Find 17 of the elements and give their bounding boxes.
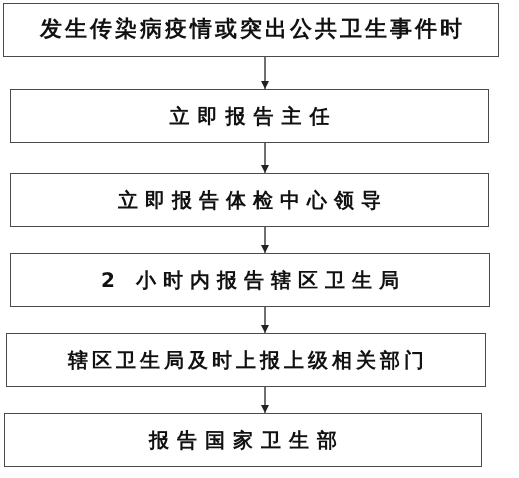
- process-box: [3, 3, 499, 57]
- step-text: 发生传染病疫情或突出公共卫生事件时: [38, 16, 465, 44]
- process-box: [6, 333, 486, 387]
- process-box: [10, 253, 490, 307]
- step-text: 辖区卫生局及时上报上级相关部门: [66, 348, 428, 372]
- arrow: [261, 57, 269, 89]
- arrow: [261, 387, 269, 413]
- process-box: [10, 89, 489, 143]
- process-box: [10, 173, 489, 227]
- step-text: 报告国家卫生部: [148, 428, 345, 452]
- arrow: [261, 227, 269, 253]
- step-text: 立即报告主任: [168, 104, 338, 128]
- step-text: 立即报告体检中心领导: [117, 188, 388, 212]
- arrow: [261, 143, 269, 173]
- process-box: [4, 413, 482, 467]
- arrow: [261, 307, 269, 333]
- step-text: 2 小时内报告辖区卫生局: [100, 268, 406, 292]
